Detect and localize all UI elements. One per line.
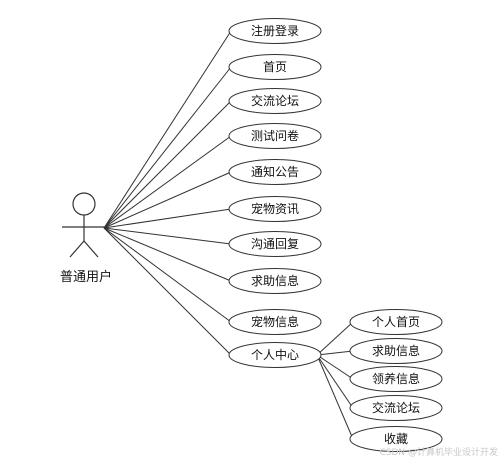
use-case-pet-info: 宠物信息	[228, 309, 322, 335]
sub-use-case-favorites: 收藏	[349, 426, 443, 452]
use-case-label: 首页	[263, 60, 287, 74]
use-case-pet-news: 宠物资讯	[228, 196, 322, 222]
use-case-help-info: 求助信息	[228, 268, 322, 294]
association-line	[103, 208, 232, 229]
association-line	[103, 135, 232, 229]
use-case-register-login: 注册登录	[228, 18, 322, 44]
sub-use-case-label: 交流论坛	[372, 400, 420, 415]
use-case-personal-center: 个人中心	[228, 342, 322, 368]
association-line	[103, 100, 232, 229]
sub-use-case-my-help-info: 求助信息	[349, 338, 443, 364]
use-case-label: 沟通回复	[251, 237, 299, 251]
use-case-ellipse	[228, 54, 322, 80]
sub-association-line	[316, 354, 354, 380]
watermark: CSDN @计算机毕业设计开发	[379, 446, 498, 458]
use-case-ellipse	[228, 309, 322, 335]
association-line	[103, 227, 232, 245]
use-case-ellipse	[228, 231, 322, 257]
use-case-questionnaire: 测试问卷	[228, 123, 322, 149]
use-case-label: 求助信息	[251, 273, 299, 288]
use-case-ellipse	[228, 88, 322, 114]
sub-use-case-my-forum: 交流论坛	[349, 395, 443, 421]
association-line	[103, 30, 232, 229]
actor-right-leg	[83, 240, 99, 258]
use-case-ellipse	[228, 159, 322, 185]
sub-use-case-personal-home: 个人首页	[349, 309, 443, 335]
use-case-ellipse	[228, 18, 322, 44]
association-lines	[103, 30, 354, 440]
use-case-label: 宠物信息	[251, 314, 299, 329]
use-case-label: 测试问卷	[251, 128, 299, 143]
use-case-label: 交流论坛	[251, 93, 299, 108]
association-line	[103, 227, 232, 282]
use-case-notice: 通知公告	[228, 159, 322, 185]
use-case-label: 通知公告	[251, 165, 299, 179]
association-line	[103, 66, 232, 229]
actor-head	[72, 192, 96, 216]
use-case-forum: 交流论坛	[228, 88, 322, 114]
association-line	[103, 227, 232, 356]
actor-label: 普通用户	[60, 269, 112, 285]
association-line	[103, 227, 232, 323]
use-case-ellipse	[228, 196, 322, 222]
actor: 普通用户	[60, 192, 112, 285]
sub-use-case-label: 个人首页	[372, 315, 420, 329]
use-case-ellipse	[228, 123, 322, 149]
use-case-label: 个人中心	[251, 347, 299, 362]
sub-use-case-label: 收藏	[384, 432, 408, 446]
sub-use-case-ellipse	[349, 338, 443, 364]
sub-use-case-label: 求助信息	[372, 343, 420, 358]
use-case-ellipse	[228, 342, 322, 368]
sub-association-line	[316, 354, 354, 440]
use-case-feedback: 沟通回复	[228, 231, 322, 257]
sub-use-case-ellipse	[349, 395, 443, 421]
sub-association-line	[316, 350, 354, 356]
sub-use-case-adoption-info: 领养信息	[349, 366, 443, 392]
sub-use-case-ellipse	[349, 309, 443, 335]
association-line	[103, 171, 232, 229]
use-case-label: 注册登录	[251, 23, 299, 38]
use-case-label: 宠物资讯	[251, 201, 299, 216]
sub-use-case-ellipse	[349, 366, 443, 392]
use-case-ellipse	[228, 268, 322, 294]
sub-association-line	[316, 354, 354, 409]
sub-use-case-ellipse	[349, 426, 443, 452]
use-case-home: 首页	[228, 54, 322, 80]
sub-use-case-label: 领养信息	[372, 371, 420, 386]
actor-left-leg	[69, 240, 85, 258]
sub-association-line	[316, 321, 354, 356]
